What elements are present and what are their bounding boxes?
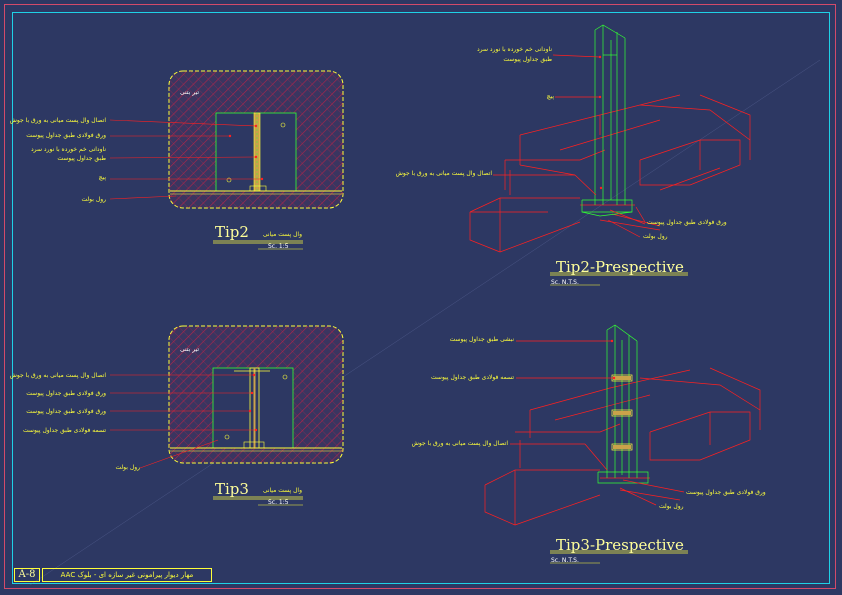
tip2p-callout-4: اتصال وال پست میانی به ورق با جوش: [395, 170, 492, 177]
tip3p-callout-2: تسمه فولادی طبق جداول پیوست: [431, 374, 514, 381]
tip3p-callout-1: نبشی طبق جداول پیوست: [449, 336, 514, 343]
tip3-scale: Sc. 1:5: [268, 499, 289, 506]
sheet-number: A-8: [14, 568, 40, 582]
sheet-title: مهار دیوار پیرامونی غیر سازه ای - بلوک A…: [42, 568, 212, 582]
tip2-callout-6: رول بولت: [81, 196, 106, 203]
tip2-perspective: [469, 24, 751, 286]
construction-line: [29, 59, 821, 586]
tip3p-callout-4: ورق فولادی طبق جداول پیوست: [686, 489, 766, 496]
tip3-caption-fa: وال پست میانی: [262, 487, 302, 494]
tip3p-callout-5: رول بولت: [659, 503, 684, 510]
tip2p-callout-5: ورق فولادی طبق جداول پیوست: [647, 219, 727, 226]
tip3-perspective: [484, 324, 761, 564]
tip2p-callout-6: رول بولت: [643, 233, 668, 240]
tip3-callout-1: اتصال وال پست میانی به ورق با جوش: [9, 372, 106, 379]
tip2-callout-5: پیچ: [98, 174, 106, 181]
tip2-caption: Tip2: [215, 223, 249, 241]
tip2-scale: Sc. 1:5: [268, 243, 289, 250]
drawing-border-outer: [4, 4, 836, 589]
tip3p-callout-3: اتصال وال پست میانی به ورق با جوش: [411, 440, 508, 447]
tip2p-caption: Tip2-Prespective: [556, 258, 684, 276]
tip2-caption-fa: وال پست میانی: [262, 231, 302, 238]
tip3-beam-label: تیر بتنی: [180, 346, 199, 353]
tip2p-scale: Sc. N.T.S.: [551, 279, 579, 286]
tip2-callout-1: اتصال وال پست میانی به ورق با جوش: [9, 117, 106, 124]
tip2p-callout-3: پیچ: [546, 93, 554, 100]
tip3-callout-4: تسمه فولادی طبق جداول پیوست: [23, 427, 106, 434]
tip2p-callout-2: طبق جداول پیوست: [503, 56, 552, 63]
tip2-section: [109, 70, 344, 250]
tip3-caption: Tip3: [215, 480, 249, 498]
tip2p-callout-1: ناودانی خم خورده با نورد سرد: [476, 46, 552, 53]
drawing-border-inner: [12, 12, 830, 584]
tip2-callout-4: طبق جداول پیوست: [57, 155, 106, 162]
tip3-callout-3: ورق فولادی طبق جداول پیوست: [26, 408, 106, 415]
tip2-callout-3: ناودانی خم خورده با نورد سرد: [30, 146, 106, 153]
tip3p-scale: Sc. N.T.S.: [551, 557, 579, 564]
tip3-callout-5: رول بولت: [115, 464, 140, 471]
tip3-section: [110, 325, 344, 506]
tip3-callout-2: ورق فولادی طبق جداول پیوست: [26, 390, 106, 397]
tip2-callout-2: ورق فولادی طبق جداول پیوست: [26, 132, 106, 139]
tip3p-caption: Tip3-Prespective: [556, 536, 684, 554]
tip2-beam-label: تیر بتنی: [180, 89, 199, 96]
tip3-block-cell: [212, 367, 294, 449]
